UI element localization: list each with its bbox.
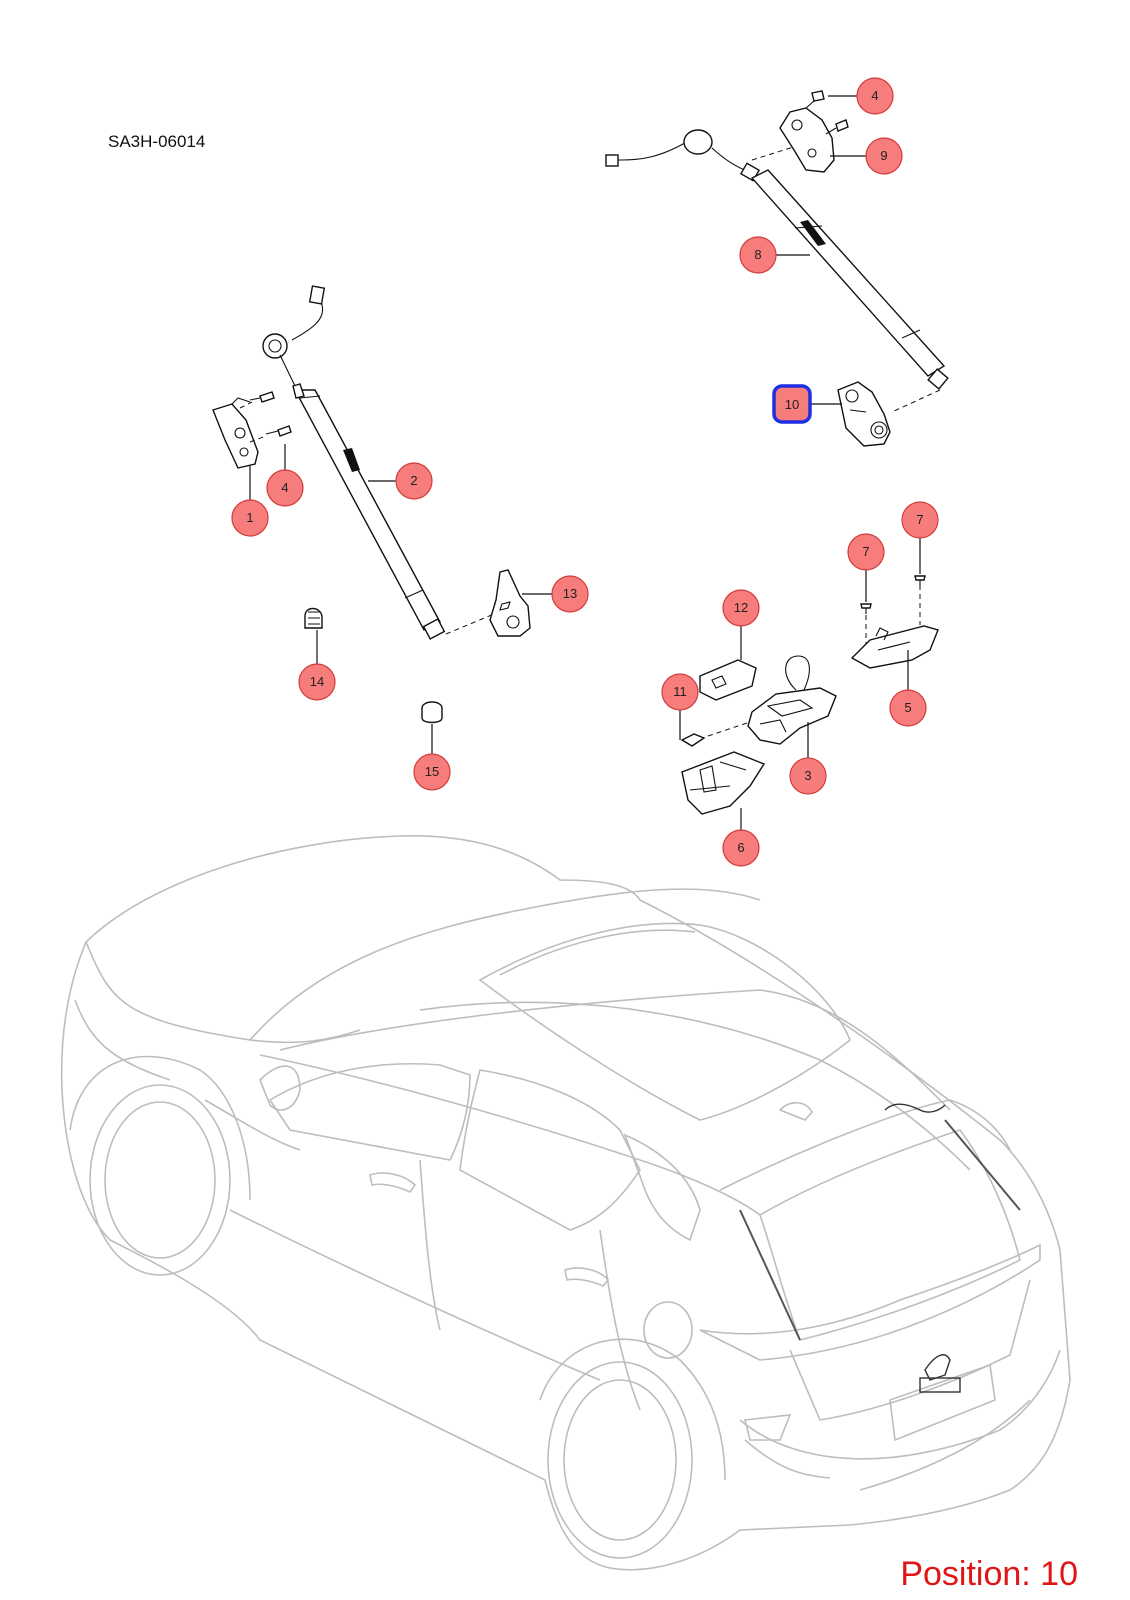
callout-number: 12 <box>734 600 748 615</box>
part-12-latch-cover <box>699 659 757 701</box>
part-4-bolts-right <box>805 90 849 135</box>
part-15-bumper-stop <box>421 701 443 724</box>
callout-4-left[interactable]: 4 <box>266 444 304 507</box>
part-2-left-tailgate-strut <box>262 285 495 640</box>
callout-number: 2 <box>410 473 417 488</box>
callout-5[interactable]: 5 <box>889 650 927 727</box>
callout-4-top[interactable]: 4 <box>828 77 894 115</box>
part-3-tailgate-latch <box>707 655 837 745</box>
diagram-code: SA3H-06014 <box>108 132 206 151</box>
callout-10-selected[interactable]: 10 <box>772 384 842 424</box>
callout-number: 14 <box>310 674 324 689</box>
part-5-tailgate-switch <box>850 585 939 669</box>
callout-number: 11 <box>673 684 687 699</box>
callout-11[interactable]: 11 <box>661 673 699 740</box>
callout-7-left[interactable]: 7 <box>847 533 885 602</box>
part-4-bolts-left <box>239 383 305 443</box>
part-11-seal <box>680 733 706 747</box>
part-9-upper-strut-bracket <box>779 107 835 173</box>
callout-14[interactable]: 14 <box>298 630 336 701</box>
callout-1[interactable]: 1 <box>231 466 269 537</box>
part-1-hinge-bracket <box>212 397 259 469</box>
callout-3[interactable]: 3 <box>789 722 827 795</box>
callout-number: 8 <box>754 247 761 262</box>
part-10-lower-power-strut-bracket <box>837 381 891 447</box>
callout-number: 7 <box>862 544 869 559</box>
part-7-screws <box>860 575 926 614</box>
callout-15[interactable]: 15 <box>413 724 451 791</box>
callout-number: 15 <box>425 764 439 779</box>
callout-12[interactable]: 12 <box>722 589 760 660</box>
callout-6[interactable]: 6 <box>722 808 760 867</box>
position-label: Position: 10 <box>900 1555 1078 1593</box>
callout-number: 4 <box>281 480 288 495</box>
callout-number: 3 <box>804 768 811 783</box>
callout-number: 1 <box>246 510 253 525</box>
callout-number: 4 <box>871 88 878 103</box>
callout-number: 6 <box>737 840 744 855</box>
part-8-right-power-strut <box>605 129 949 413</box>
callout-number: 9 <box>880 148 887 163</box>
callout-2[interactable]: 2 <box>368 462 433 500</box>
vehicle-outline <box>60 835 1071 1571</box>
callout-number: 13 <box>563 586 577 601</box>
callout-7-right[interactable]: 7 <box>901 501 939 574</box>
part-14-clip <box>304 607 323 629</box>
callout-9[interactable]: 9 <box>830 137 903 175</box>
callout-number: 7 <box>916 512 923 527</box>
part-6-latch-housing <box>681 751 766 815</box>
callout-number: 10 <box>785 397 799 412</box>
part-13-lower-strut-bracket <box>489 569 531 637</box>
callout-8[interactable]: 8 <box>739 236 810 274</box>
callout-13[interactable]: 13 <box>522 575 589 613</box>
callout-number: 5 <box>904 700 911 715</box>
